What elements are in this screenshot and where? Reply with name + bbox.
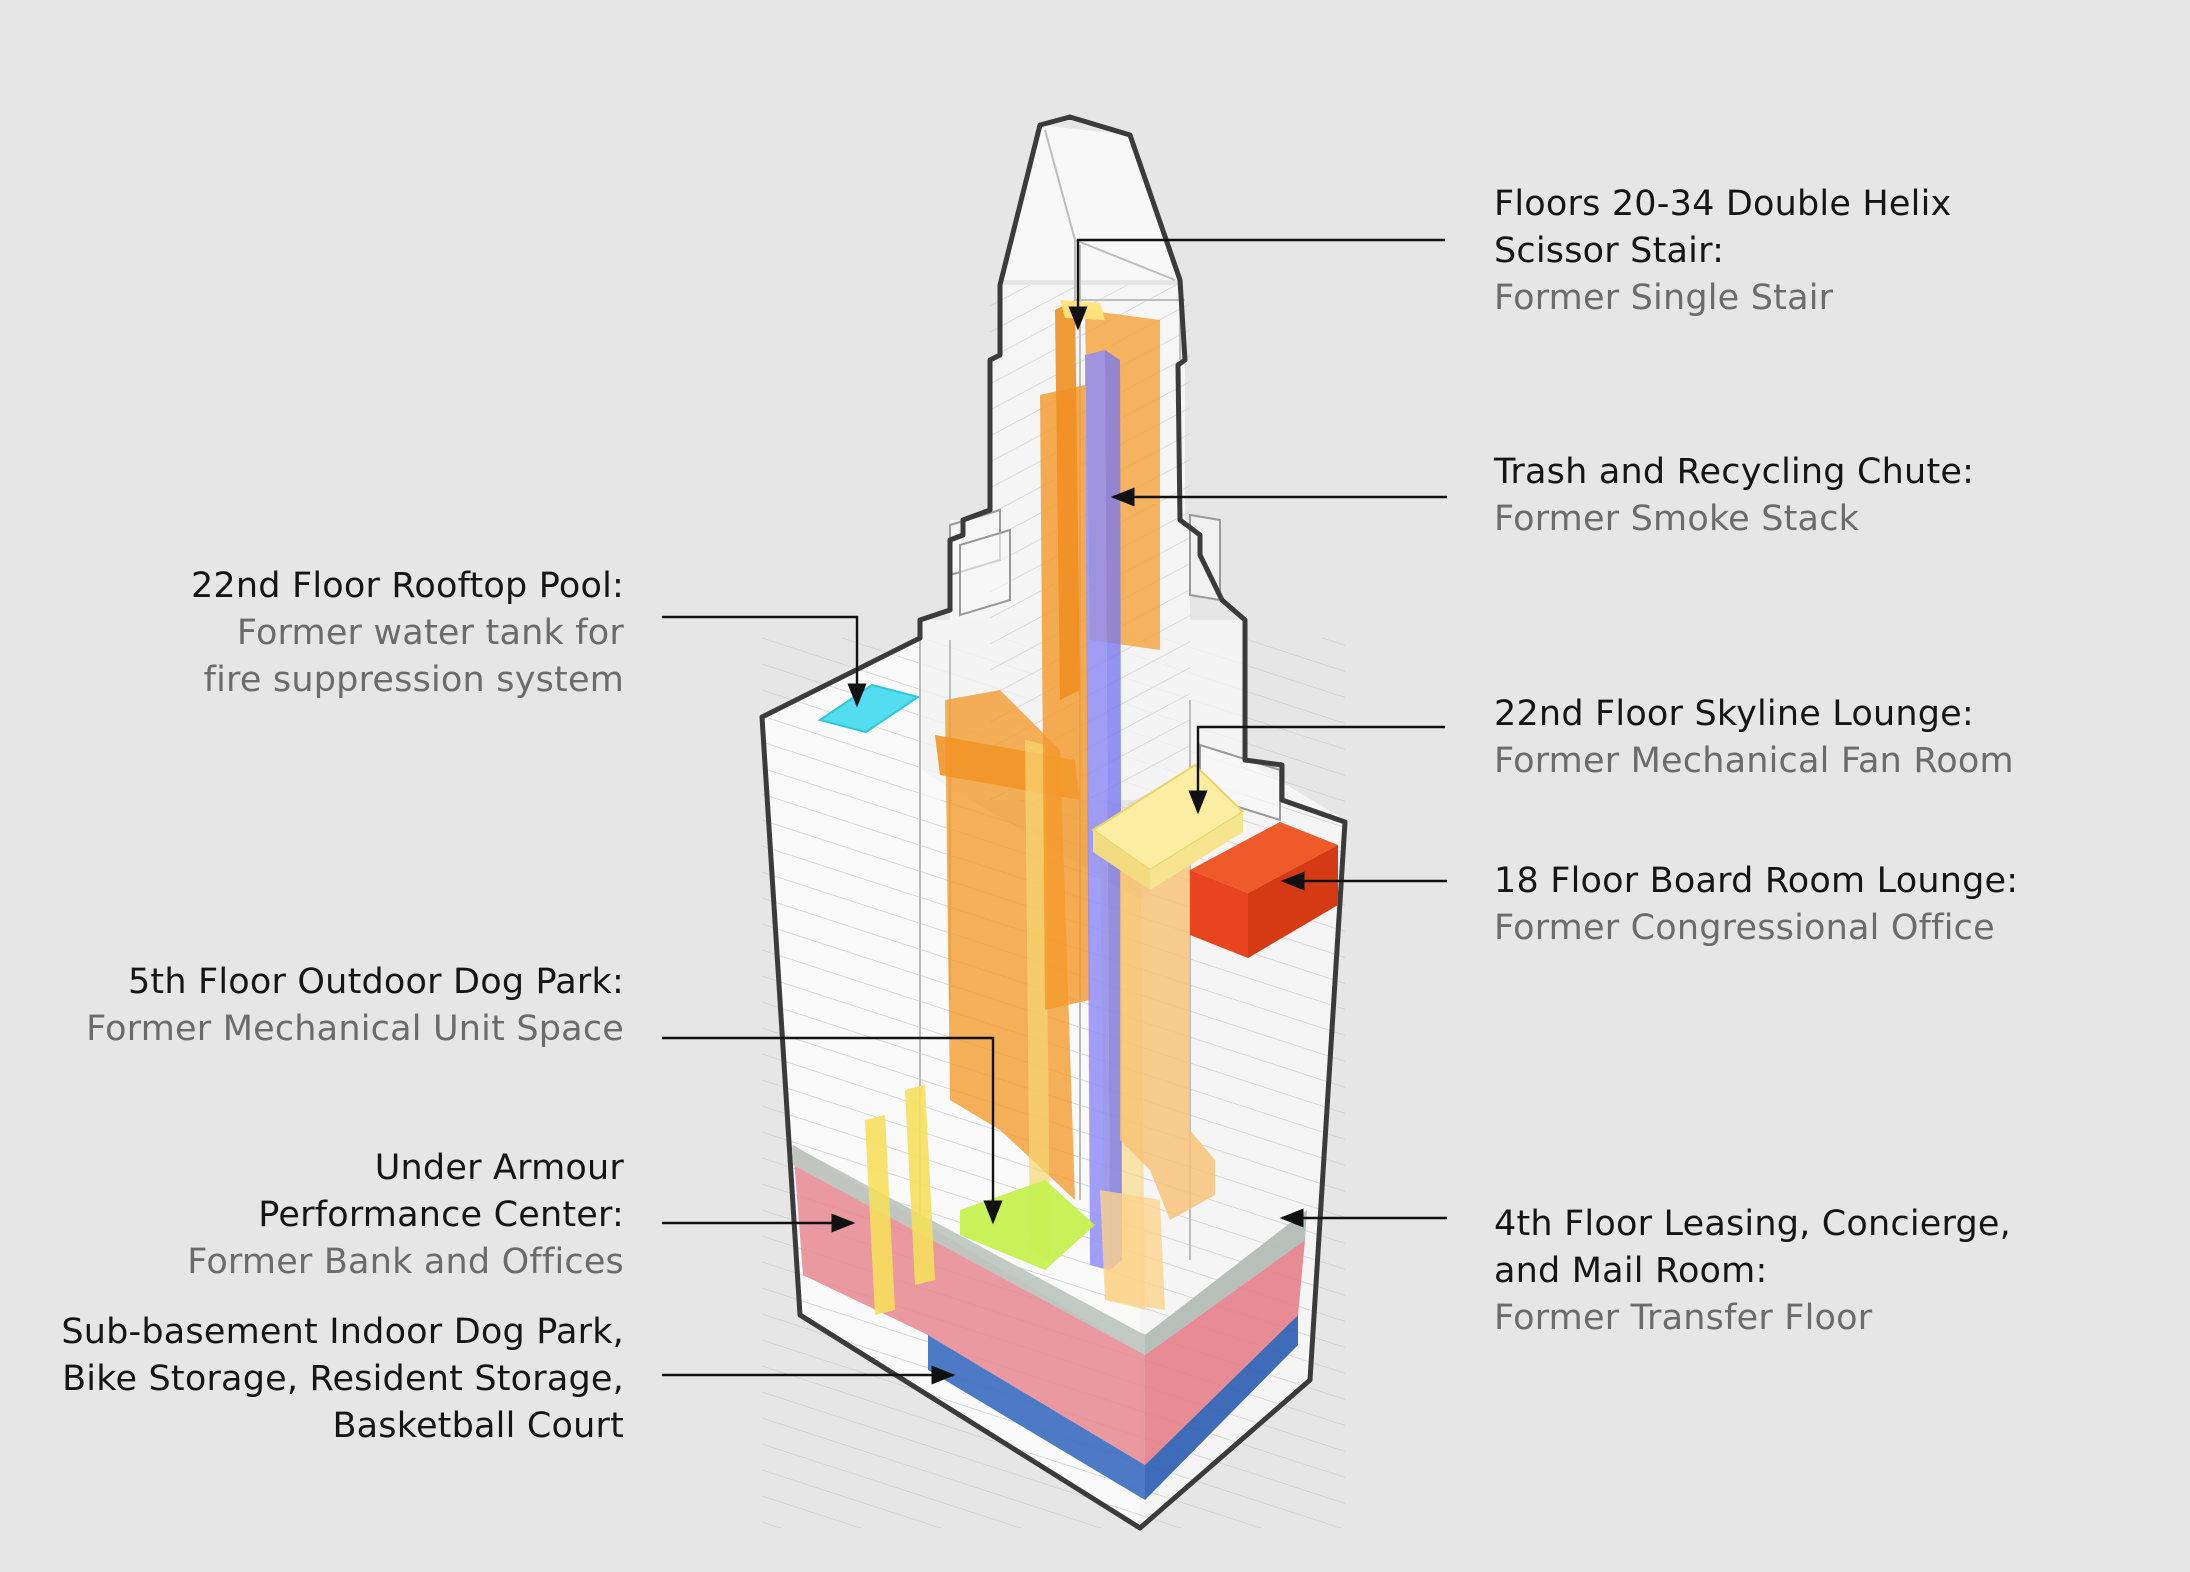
- annotation-title: Floors 20-34 Double Helix: [1494, 184, 1952, 224]
- annotation-leasing: 4th Floor Leasing, Concierge, and Mail R…: [1494, 1201, 2011, 1342]
- annotation-title: 5th Floor Outdoor Dog Park:: [127, 962, 624, 1002]
- annotation-subtitle: Former Congressional Office: [1494, 908, 1995, 948]
- annotation-title: Scissor Stair:: [1494, 231, 1725, 271]
- annotation-basement: Sub-basement Indoor Dog Park, Bike Stora…: [61, 1309, 624, 1450]
- trash-chute-volume: [1085, 350, 1110, 1270]
- annotation-title: Basketball Court: [332, 1406, 624, 1446]
- annotation-subtitle: Former Mechanical Unit Space: [86, 1009, 624, 1049]
- dogpark-leader: [662, 1036, 1003, 1225]
- sub-basement-volume: [928, 1335, 1145, 1500]
- annotation-underarmour: Under Armour Performance Center: Former …: [187, 1145, 624, 1286]
- pool-leader: [662, 615, 867, 708]
- annotation-title: Trash and Recycling Chute:: [1494, 452, 1975, 492]
- annotation-subtitle: Former water tank for: [236, 613, 624, 653]
- annotation-subtitle: Former Mechanical Fan Room: [1494, 741, 2014, 781]
- annotation-title: and Mail Room:: [1494, 1251, 1768, 1291]
- annotation-title: Under Armour: [374, 1148, 624, 1188]
- annotation-title: Sub-basement Indoor Dog Park,: [61, 1312, 624, 1352]
- annotation-boardroom: 18 Floor Board Room Lounge: Former Congr…: [1494, 858, 2018, 952]
- skyline-leader: [1188, 725, 1445, 815]
- annotation-subtitle: Former Bank and Offices: [187, 1242, 624, 1282]
- annotation-title: Bike Storage, Resident Storage,: [62, 1359, 624, 1399]
- leader-lines: [662, 238, 1447, 1385]
- annotation-chute: Trash and Recycling Chute: Former Smoke …: [1494, 449, 1974, 543]
- annotation-title: 18 Floor Board Room Lounge:: [1494, 861, 2019, 901]
- program-volumes: [792, 300, 1338, 1500]
- board-room-volume: [1190, 822, 1338, 893]
- annotation-stair: Floors 20-34 Double Helix Scissor Stair:…: [1494, 181, 1951, 322]
- annotation-title: 22nd Floor Skyline Lounge:: [1494, 694, 1974, 734]
- annotation-pool: 22nd Floor Rooftop Pool: Former water ta…: [191, 563, 624, 704]
- annotation-subtitle: Former Transfer Floor: [1494, 1298, 1873, 1338]
- annotation-title: 22nd Floor Rooftop Pool:: [190, 566, 624, 606]
- annotation-skyline: 22nd Floor Skyline Lounge: Former Mechan…: [1494, 691, 2014, 785]
- annotation-subtitle: Former Single Stair: [1494, 278, 1834, 318]
- annotation-subtitle: fire suppression system: [203, 660, 624, 700]
- stair-leader: [1068, 238, 1445, 331]
- annotation-dogpark: 5th Floor Outdoor Dog Park: Former Mecha…: [86, 959, 624, 1053]
- annotation-title: Performance Center:: [258, 1195, 624, 1235]
- annotation-subtitle: Former Smoke Stack: [1494, 499, 1860, 539]
- annotation-title: 4th Floor Leasing, Concierge,: [1494, 1204, 2011, 1244]
